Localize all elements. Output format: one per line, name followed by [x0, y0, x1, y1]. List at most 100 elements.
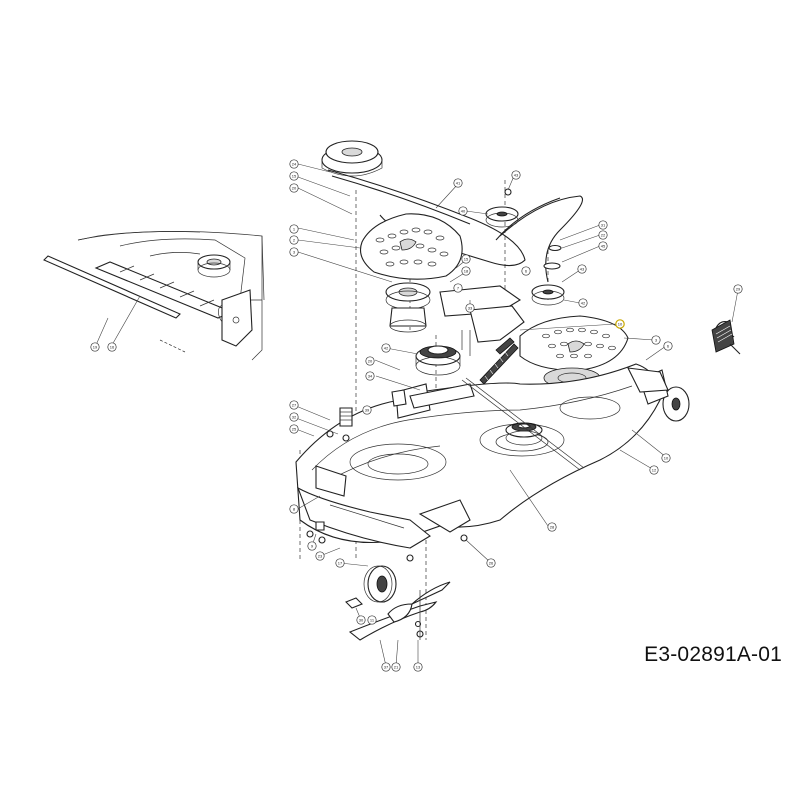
callout-24: 24 [289, 159, 299, 169]
callout-circle [453, 283, 463, 293]
callout-29: 29 [733, 284, 743, 294]
callout-circle [289, 400, 299, 410]
callout-label: 15 [292, 174, 297, 179]
callout-circle [598, 241, 608, 251]
callout-circle [367, 615, 377, 625]
callout-16: 16 [107, 342, 117, 352]
callout-circle [465, 303, 475, 313]
callout-label: 15 [464, 257, 469, 262]
callout-label: 29 [736, 287, 741, 292]
callout-circle [289, 224, 299, 234]
callout-label: 3 [655, 338, 658, 343]
callout-circle [365, 356, 375, 366]
callout-23: 23 [315, 551, 325, 561]
callout-label: 20 [368, 359, 373, 364]
callout-circle [289, 412, 299, 422]
callout-label: 13 [416, 665, 421, 670]
spring-part [711, 289, 741, 355]
callout-label: 7 [457, 286, 460, 291]
main-assembly [295, 140, 741, 667]
inset-roller-detail [43, 230, 265, 361]
callout-circle [315, 551, 325, 561]
callout-circle [289, 247, 299, 257]
callout-label: 26 [489, 561, 494, 566]
callout-label: 19 [93, 345, 98, 350]
callout-45: 45 [598, 241, 608, 251]
callout-label: 39 [365, 408, 370, 413]
callout-20: 20 [289, 183, 299, 193]
callout-circle [381, 343, 391, 353]
callout-label: 43 [514, 173, 519, 178]
callout-circle [107, 342, 117, 352]
callout-6: 6 [521, 266, 531, 276]
callout-15: 15 [461, 254, 471, 264]
callout-label: 33 [468, 306, 473, 311]
callout-circle [598, 230, 608, 240]
callout-label: 10 [618, 322, 623, 327]
callout-label: 40 [461, 209, 466, 214]
callout-label: 41 [456, 181, 461, 186]
callout-circle [307, 541, 317, 551]
callout-circle [289, 424, 299, 434]
callout-circle [511, 170, 521, 180]
callout-label: 18 [464, 269, 469, 274]
callout-label: 16 [110, 345, 115, 350]
callout-circle [289, 171, 299, 181]
callout-42: 42 [578, 298, 588, 308]
callout-17: 17 [335, 558, 345, 568]
callout-39: 39 [362, 405, 372, 415]
callout-43: 43 [511, 170, 521, 180]
callout-circle [453, 178, 463, 188]
callout-label: 43 [580, 267, 585, 272]
callout-label: 10 [664, 456, 669, 461]
callout-10: 10 [661, 453, 671, 463]
callout-9: 9 [307, 541, 317, 551]
callout-circle [289, 504, 299, 514]
callout-label: 42 [581, 301, 586, 306]
callout-3: 3 [651, 335, 661, 345]
callout-label: 25 [292, 427, 297, 432]
callout-12: 12 [649, 465, 659, 475]
callout-42: 42 [381, 343, 391, 353]
callout-circle [90, 342, 100, 352]
callout-label: 23 [318, 554, 323, 559]
callout-label: 22 [601, 233, 606, 238]
callout-20: 20 [365, 356, 375, 366]
callout-circle [547, 522, 557, 532]
callout-label: 17 [338, 561, 343, 566]
callout-11: 11 [367, 615, 377, 625]
callout-circle [663, 341, 673, 351]
callout-10: 10 [615, 319, 625, 329]
callout-circle [365, 371, 375, 381]
callout-circle [598, 220, 608, 230]
callout-label: 30 [359, 618, 364, 623]
callout-34: 34 [365, 371, 375, 381]
callout-label: 32 [292, 415, 297, 420]
callout-circle [381, 662, 391, 672]
callout-33: 33 [465, 303, 475, 313]
callout-32: 32 [289, 412, 299, 422]
callout-circle [289, 183, 299, 193]
callout-circle [461, 254, 471, 264]
callout-43: 43 [577, 264, 587, 274]
callout-label: 1 [293, 227, 296, 232]
callout-label: 37 [384, 665, 389, 670]
callout-circle [458, 206, 468, 216]
callout-8: 8 [289, 504, 299, 514]
callout-7: 7 [453, 283, 463, 293]
callout-circle [578, 298, 588, 308]
callout-18: 18 [461, 266, 471, 276]
callout-25: 25 [289, 424, 299, 434]
callout-label: 31 [601, 223, 606, 228]
callout-circle [356, 615, 366, 625]
callout-label: 21 [394, 665, 399, 670]
callout-label: 8 [293, 507, 296, 512]
callout-circle [413, 662, 423, 672]
callout-label: 24 [292, 162, 297, 167]
callout-circle [649, 465, 659, 475]
callout-26: 26 [486, 558, 496, 568]
callout-28: 28 [547, 522, 557, 532]
callout-label: 11 [370, 618, 375, 623]
callout-circle [733, 284, 743, 294]
callout-41: 41 [453, 178, 463, 188]
